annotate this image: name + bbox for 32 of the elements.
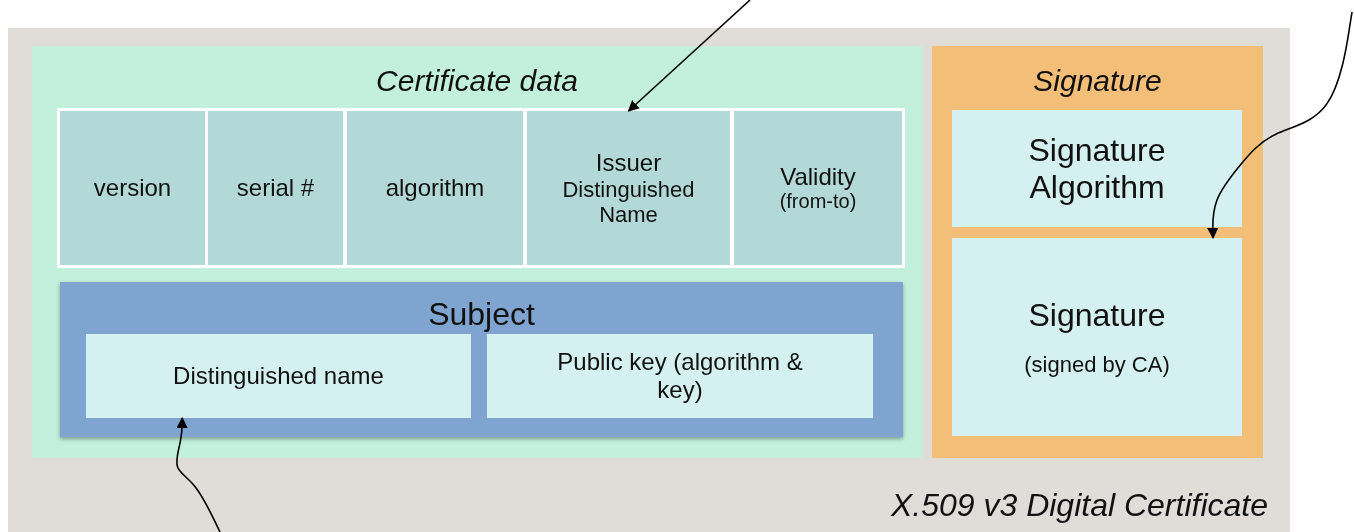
subject-panel xyxy=(60,282,903,437)
field-cell xyxy=(527,111,730,265)
signature-panel xyxy=(932,46,1263,458)
field-box xyxy=(952,238,1242,436)
arrow xyxy=(176,416,221,532)
field-label: Validity xyxy=(780,162,856,191)
field-note: (from-to) xyxy=(779,190,857,214)
certificate-data-panel xyxy=(32,46,922,458)
field-label: version xyxy=(93,174,172,202)
panel-title: Subject xyxy=(427,296,536,333)
field-label: algorithm xyxy=(385,174,485,202)
field-note: (signed by CA) xyxy=(1024,351,1170,378)
field-cell xyxy=(347,111,523,265)
certificate-panel xyxy=(8,28,1290,532)
field-label: Distinguished name xyxy=(173,362,384,390)
field-cell xyxy=(734,111,902,265)
panel-title: Signature xyxy=(1032,64,1163,99)
field-cell xyxy=(60,111,205,265)
field-note: Distinguished Name xyxy=(561,176,696,228)
field-label: Public key (algorithm & key) xyxy=(556,348,804,404)
field-label: Signature xyxy=(1028,296,1166,334)
field-cell xyxy=(208,111,343,265)
field-box xyxy=(952,110,1242,227)
field-box xyxy=(86,334,471,418)
panel-title: Certificate data xyxy=(375,64,579,99)
field-box xyxy=(487,334,873,418)
arrow xyxy=(1207,11,1353,240)
field-label: Issuer xyxy=(595,148,662,177)
field-label: serial # xyxy=(236,174,315,202)
arrow xyxy=(627,0,751,112)
field-label: Signature Algorithm xyxy=(1027,131,1167,206)
certificate-caption: X.509 v3 Digital Certificate xyxy=(890,487,1268,524)
